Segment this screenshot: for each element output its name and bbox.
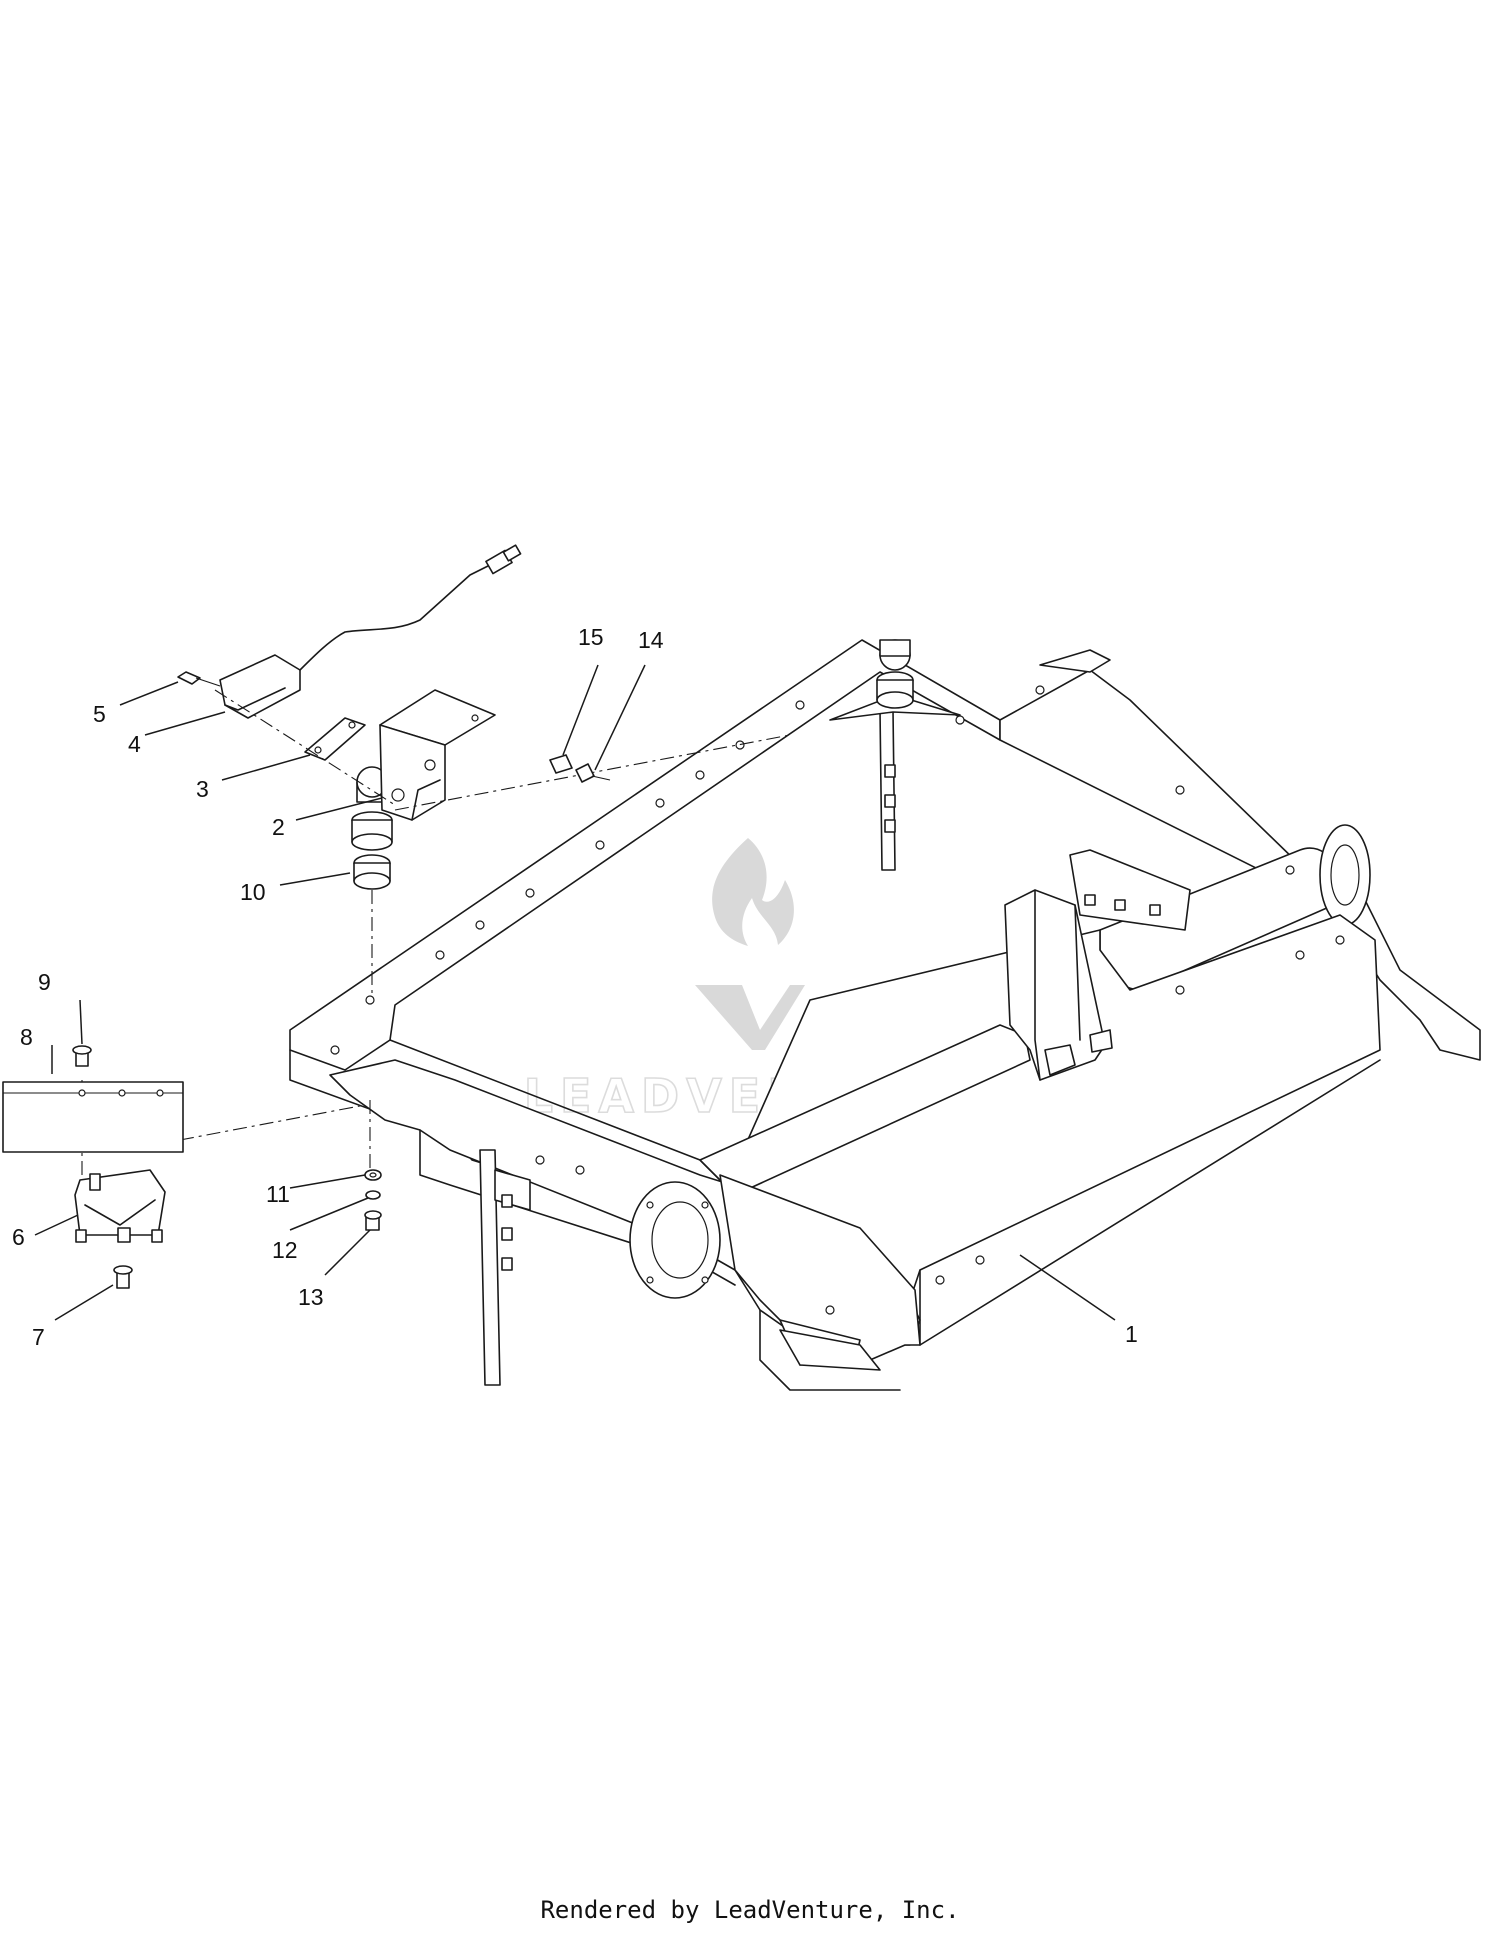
main-frame [289, 639, 1481, 1391]
callout-4: 4 [128, 731, 141, 757]
switch-bracket [379, 689, 496, 821]
callout-13: 13 [298, 1284, 324, 1310]
front-axle-flange [629, 1181, 721, 1299]
washer [364, 1169, 382, 1181]
callout-8: 8 [20, 1024, 33, 1050]
callout-12: 12 [272, 1237, 298, 1263]
idler-pulley [351, 766, 393, 995]
callout-11: 11 [266, 1181, 290, 1207]
self-tapping-screw [575, 763, 611, 783]
callout-9: 9 [38, 969, 51, 995]
callout-3: 3 [196, 776, 209, 802]
callout-15: 15 [578, 624, 604, 650]
rear-idler-pulley [876, 639, 914, 709]
mounting-plate [2, 1081, 184, 1153]
shoulder-bolt [72, 1045, 92, 1067]
callout-6: 6 [12, 1224, 25, 1250]
callout-1: 1 [1125, 1321, 1138, 1347]
lock-washer [365, 1190, 381, 1200]
callout-2: 2 [272, 814, 285, 840]
clip-nut [549, 754, 573, 774]
frame-holes [330, 685, 1345, 1315]
callout-14: 14 [638, 627, 664, 653]
callout-10: 10 [240, 879, 266, 905]
anchor-bracket [74, 1169, 166, 1243]
alignment-line [179, 1104, 366, 1141]
footer-credit: Rendered by LeadVenture, Inc. [540, 1896, 960, 1924]
flange-bolt [113, 1265, 133, 1289]
callout-5: 5 [93, 701, 106, 727]
screw [177, 671, 396, 806]
switch-assembly [219, 544, 522, 719]
leader-lines [34, 664, 1116, 1321]
flame-v-logo-icon [695, 838, 805, 1050]
hex-nut [364, 1210, 382, 1231]
callout-7: 7 [32, 1324, 45, 1350]
callouts: 1 2 3 4 5 6 7 8 9 10 11 12 13 14 15 [12, 624, 1138, 1350]
spacer-plate [304, 717, 366, 761]
